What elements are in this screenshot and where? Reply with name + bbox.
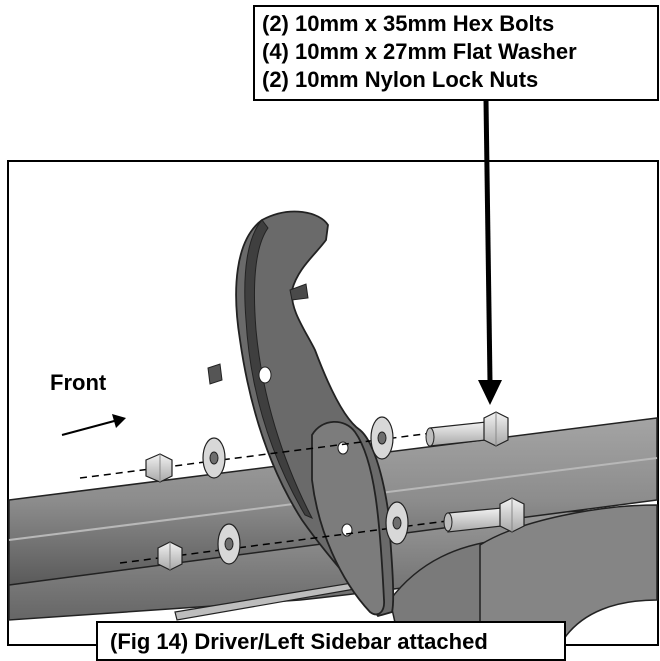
bracket-tab: [289, 283, 309, 301]
side-tube: [479, 504, 658, 646]
figure-caption: (Fig 14) Driver/Left Sidebar attached: [110, 629, 488, 654]
flat-washer-upper-rear: [370, 416, 394, 460]
plate-hole-upper: [337, 441, 349, 455]
parts-line-flat-washer: (4) 10mm x 27mm Flat Washer: [262, 39, 577, 64]
mounting-plate: [311, 420, 385, 616]
bracket-hole: [258, 366, 272, 384]
flat-washer-lower-front: [217, 523, 241, 565]
bracket-clip: [207, 363, 223, 385]
lock-nut-upper: [145, 453, 173, 483]
front-label: Front: [50, 370, 107, 395]
parts-line-lock-nuts: (2) 10mm Nylon Lock Nuts: [262, 67, 539, 92]
parts-line-hex-bolts: (2) 10mm x 35mm Hex Bolts: [262, 11, 555, 36]
callout-arrow: [478, 99, 502, 405]
lock-nut-lower: [157, 541, 183, 571]
flat-washer-lower-rear: [385, 501, 409, 545]
parts-callout-box: (2) 10mm x 35mm Hex Bolts (4) 10mm x 27m…: [253, 5, 659, 101]
hex-bolt-upper: [425, 411, 509, 447]
flat-washer-upper-front: [202, 437, 226, 479]
bracket-edge: [244, 219, 314, 520]
front-direction-arrow: [61, 414, 126, 436]
figure-caption-box: (Fig 14) Driver/Left Sidebar attached: [96, 621, 566, 661]
hex-bolt-lower: [443, 497, 525, 533]
